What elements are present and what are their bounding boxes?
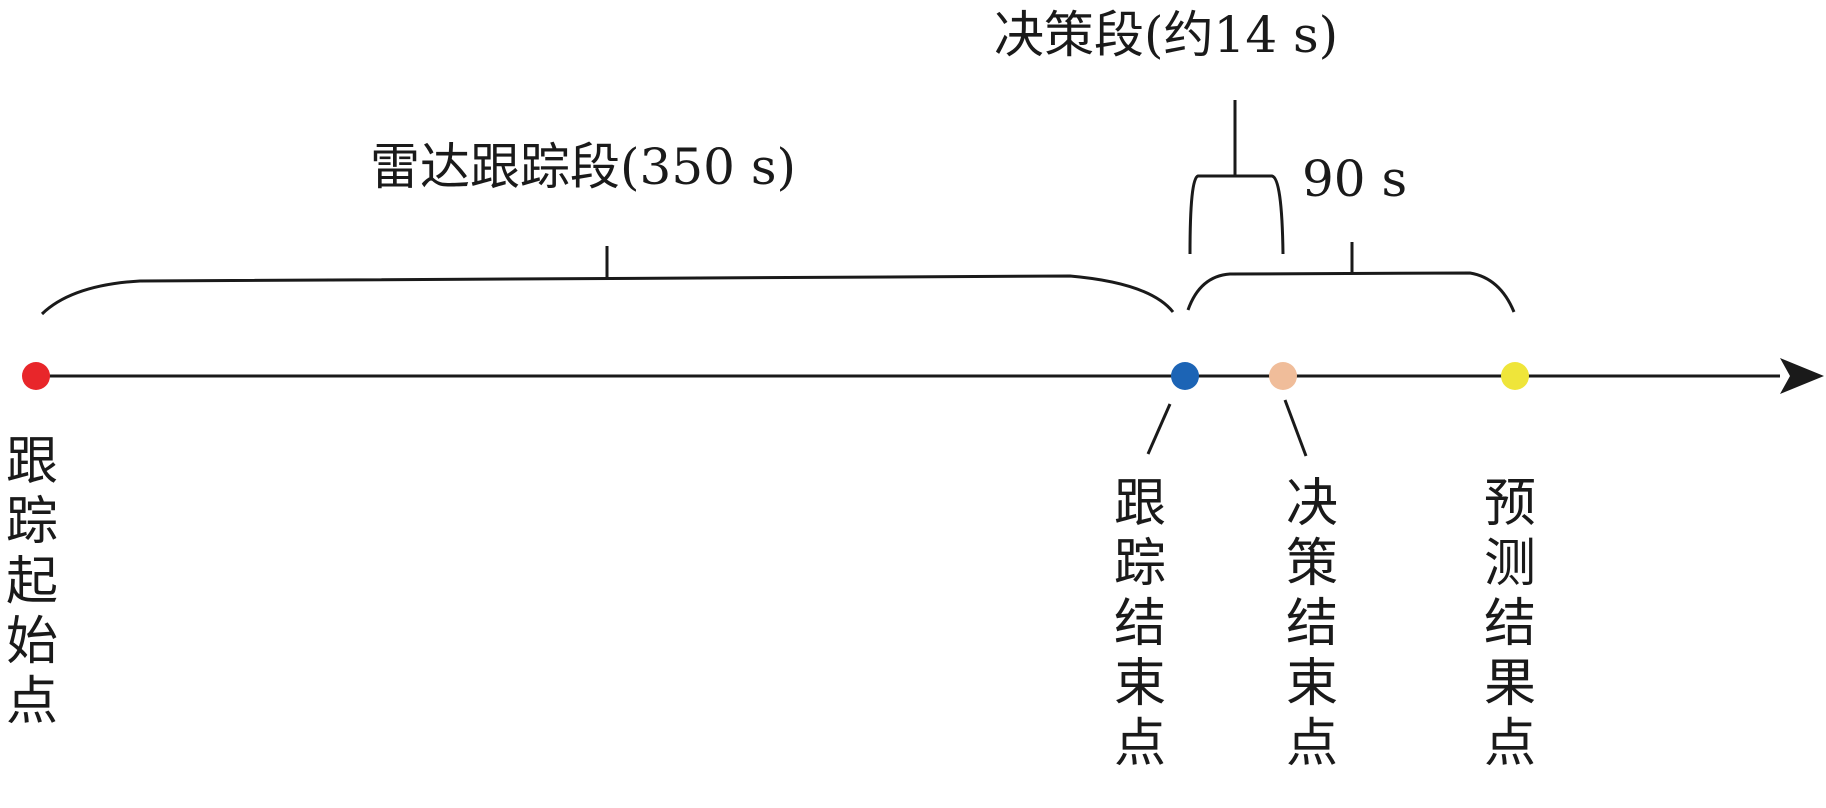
- decision-end-leader-line: [1283, 399, 1308, 457]
- timeline-arrowhead: [1780, 358, 1824, 394]
- radar-tracking-brace: [40, 274, 1175, 316]
- prediction-brace: [1186, 271, 1516, 313]
- track-end-point-label: 跟 踪 结 束 点: [1113, 474, 1166, 774]
- decision-bracket: [1188, 174, 1285, 255]
- radar-tracking-segment-label: 雷达跟踪段(350 s): [370, 138, 797, 196]
- track-start-point-label: 跟 踪 起 始 点: [5, 432, 58, 732]
- decision-end-point-marker: [1269, 362, 1297, 390]
- decision-segment-label: 决策段(约14 s): [994, 6, 1339, 64]
- decision-end-point-label: 决 策 结 束 点: [1285, 474, 1338, 774]
- track-end-point-marker: [1171, 362, 1199, 390]
- prediction-end-point-label: 预 测 结 果 点: [1483, 474, 1536, 774]
- track-end-leader-line: [1146, 403, 1172, 455]
- prediction-end-point-marker: [1501, 362, 1529, 390]
- track-start-point-marker: [22, 362, 50, 390]
- prediction-segment-label: 90 s: [1302, 150, 1408, 208]
